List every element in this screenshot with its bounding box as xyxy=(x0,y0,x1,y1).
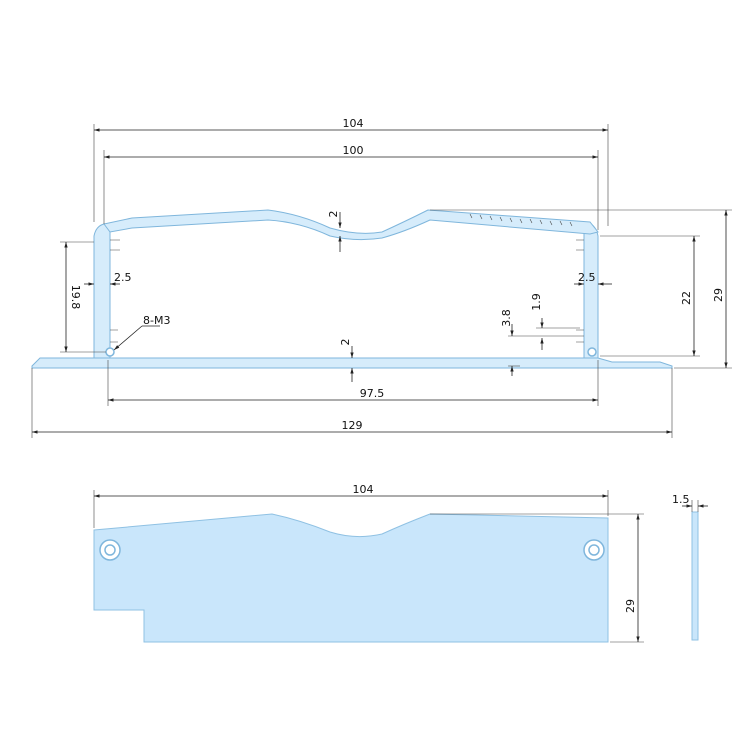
right-wall xyxy=(583,223,599,359)
dim-top-dip: 2 xyxy=(327,211,342,252)
dim-flange-width: 129 xyxy=(31,368,673,438)
dim-inner-height: 22 xyxy=(600,235,700,357)
profile-cross-section xyxy=(31,209,673,369)
end-plate-left-hole-inner xyxy=(104,544,116,556)
end-plate-body xyxy=(93,513,609,643)
label-end-plate-width: 104 xyxy=(353,483,374,496)
dim-end-plate-width: 104 xyxy=(93,483,609,528)
label-screw-spec: 8-M3 xyxy=(143,314,170,327)
dim-outer-height: 29 xyxy=(430,209,732,369)
dim-left-height: 19.8 xyxy=(60,241,106,353)
side-plate-body xyxy=(691,511,699,641)
end-plate-right-hole-inner xyxy=(588,544,600,556)
dim-base-thickness: 2 xyxy=(339,339,354,382)
dim-right-wall: 2.5 xyxy=(574,271,612,286)
dim-inner-width: 100 xyxy=(103,144,599,230)
label-bottom-inner: 97.5 xyxy=(360,387,385,400)
right-screw-hole xyxy=(587,347,597,357)
label-left-wall: 2.5 xyxy=(114,271,132,284)
label-slot-gap-b: 1.9 xyxy=(530,293,543,311)
top-cover xyxy=(103,209,599,241)
left-slots xyxy=(110,239,120,343)
label-end-plate-height: 29 xyxy=(624,599,637,613)
dim-overall-width: 104 xyxy=(93,117,609,226)
base-flange xyxy=(31,357,673,369)
dim-bottom-inner: 97.5 xyxy=(107,360,599,406)
label-top-dip: 2 xyxy=(327,211,340,218)
left-screw-hole xyxy=(105,347,115,357)
label-inner-height: 22 xyxy=(680,291,693,305)
callout-screw: 8-M3 xyxy=(113,314,170,351)
cover-teeth xyxy=(469,213,573,227)
label-side-thickness: 1.5 xyxy=(672,493,690,506)
label-right-wall: 2.5 xyxy=(578,271,596,284)
end-plate xyxy=(93,513,609,643)
dim-end-plate-height: 29 xyxy=(430,513,644,643)
dim-slot-gaps: 3.8 1.9 xyxy=(500,293,584,376)
left-wall xyxy=(93,223,111,359)
label-base-thickness: 2 xyxy=(339,339,352,346)
label-slot-gap-a: 3.8 xyxy=(500,309,513,327)
label-inner-width: 100 xyxy=(343,144,364,157)
label-left-height: 19.8 xyxy=(69,285,82,310)
label-outer-height: 29 xyxy=(712,288,725,302)
side-plate: 1.5 xyxy=(672,493,708,641)
label-flange-width: 129 xyxy=(342,419,363,432)
dim-left-wall: 2.5 xyxy=(84,271,132,286)
right-slots xyxy=(576,239,584,343)
label-overall-width: 104 xyxy=(343,117,364,130)
